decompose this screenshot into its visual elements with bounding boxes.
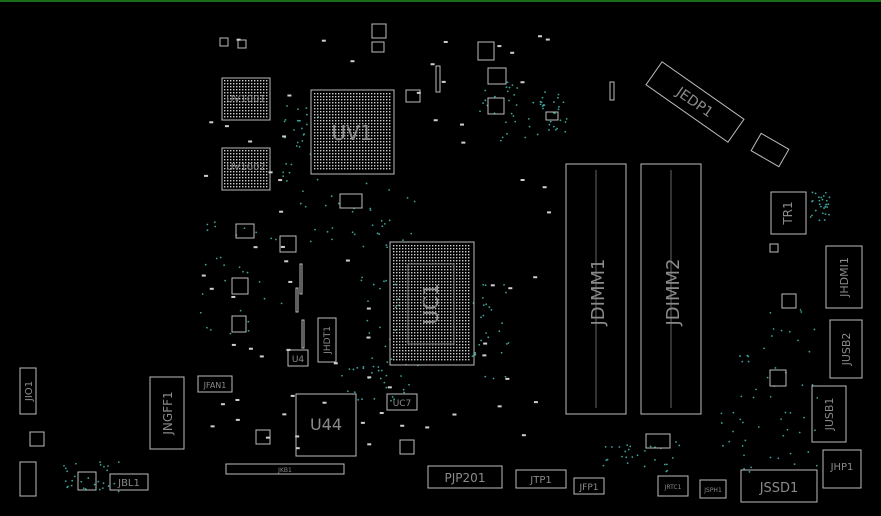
label-pjp201: PJP201 xyxy=(445,471,486,485)
component-jedp1[interactable]: JEDP1 xyxy=(645,61,745,143)
label-uc1: UC1 xyxy=(419,283,443,324)
label-u4: U4 xyxy=(292,355,305,365)
component-jngff1[interactable]: JNGFF1 xyxy=(149,376,185,450)
component-jhdd1[interactable] xyxy=(19,461,37,497)
component-jbl1[interactable]: JBL1 xyxy=(109,473,149,491)
component-jfan1[interactable]: JFAN1 xyxy=(197,375,233,393)
label-jedp1: JEDP1 xyxy=(672,84,716,121)
label-jusb1: JUSB1 xyxy=(823,398,836,432)
component-uv1002[interactable]: UV1002 xyxy=(221,147,271,191)
component-jusb2[interactable]: JUSB2 xyxy=(829,319,863,379)
component-jdimm2[interactable]: JDIMM2 xyxy=(640,163,702,415)
label-jsph1: JSPH1 xyxy=(703,487,722,494)
component-jsph1[interactable]: JSPH1 xyxy=(699,479,727,499)
label-jfan1: JFAN1 xyxy=(203,381,227,390)
component-jhp1[interactable]: JHP1 xyxy=(822,449,862,489)
label-jdimm1: JDIMM1 xyxy=(588,259,609,327)
label-jdimm2: JDIMM2 xyxy=(663,259,684,327)
component-small-rotated-chip[interactable] xyxy=(750,132,790,168)
via-field xyxy=(63,81,831,493)
label-jbl1: JBL1 xyxy=(117,478,140,489)
label-u44: U44 xyxy=(310,415,342,434)
component-jusb1[interactable]: JUSB1 xyxy=(811,385,847,443)
component-tr1[interactable]: TR1 xyxy=(770,191,807,235)
component-jhdt1[interactable]: JHDT1 xyxy=(317,317,337,363)
component-uv1001[interactable]: UV1001 xyxy=(221,77,271,121)
component-u4[interactable]: U4 xyxy=(287,349,309,367)
component-jfp1[interactable]: JFP1 xyxy=(573,477,605,495)
component-uc1[interactable]: UC1 xyxy=(389,241,475,366)
component-jio1[interactable]: JIO1 xyxy=(19,367,37,415)
component-jtp1[interactable]: JTP1 xyxy=(515,469,567,489)
label-jhp1: JHP1 xyxy=(830,462,854,473)
component-uv1[interactable]: UV1 xyxy=(310,89,395,175)
label-jio1: JIO1 xyxy=(24,381,35,402)
component-u44[interactable]: U44 xyxy=(295,393,357,457)
label-uv1002: UV1002 xyxy=(226,162,266,173)
component-jdimm1[interactable]: JDIMM1 xyxy=(565,163,627,415)
window-top-border xyxy=(0,0,881,2)
label-jhdmi1: JHDMI1 xyxy=(838,257,851,298)
label-jtp1: JTP1 xyxy=(529,475,551,486)
component-pjp201[interactable]: PJP201 xyxy=(427,465,503,489)
component-uc7[interactable]: UC7 xyxy=(386,393,418,411)
label-jrtc1: JRTC1 xyxy=(664,484,682,491)
component-jrtc1[interactable]: JRTC1 xyxy=(657,475,689,497)
component-jhdmi1[interactable]: JHDMI1 xyxy=(825,245,863,309)
label-jngff1: JNGFF1 xyxy=(161,391,175,435)
label-jhdt1: JHDT1 xyxy=(323,326,333,355)
label-uv1001: UV1001 xyxy=(226,94,266,105)
label-tr1: TR1 xyxy=(781,201,795,225)
label-jssd1: JSSD1 xyxy=(759,481,799,496)
label-uc7: UC7 xyxy=(393,399,412,409)
component-jssd1[interactable]: JSSD1 xyxy=(740,469,818,503)
label-jfp1: JFP1 xyxy=(579,483,599,493)
label-uv1: UV1 xyxy=(331,121,372,145)
label-jusb2: JUSB2 xyxy=(840,333,853,367)
passive-components xyxy=(29,23,797,491)
label-jkb1: JKB1 xyxy=(277,467,292,474)
component-jkb1[interactable]: JKB1 xyxy=(225,463,345,475)
